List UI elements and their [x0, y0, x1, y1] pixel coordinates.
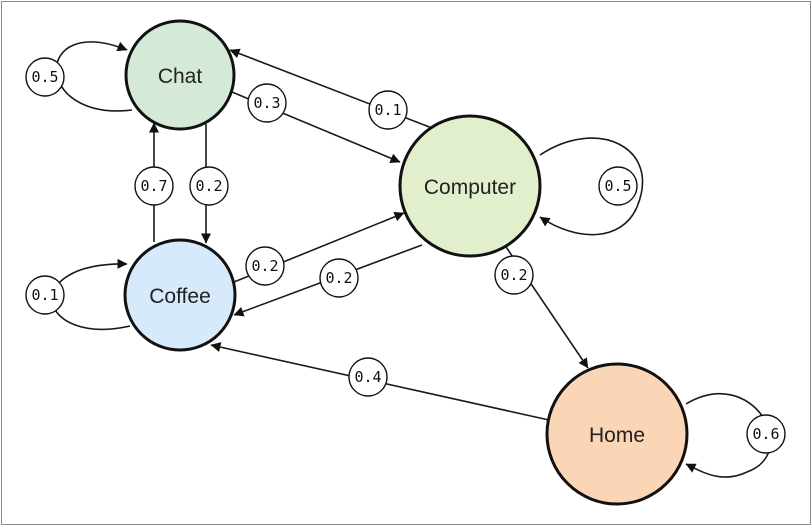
- node-computer-label: Computer: [424, 176, 516, 199]
- weight-chat-to-coffee: 0.2: [189, 166, 229, 206]
- weight-home-self: 0.6: [746, 414, 786, 454]
- weight-computer-to-home: 0.2: [494, 255, 534, 295]
- weight-home-to-coffee-text: 0.4: [354, 368, 381, 386]
- weight-computer-self: 0.5: [598, 166, 638, 206]
- weight-chat-to-computer-text: 0.3: [253, 94, 280, 112]
- weight-computer-self-text: 0.5: [604, 177, 631, 195]
- node-coffee-circle: [123, 238, 237, 352]
- node-coffee: Coffee: [123, 238, 237, 352]
- weight-chat-to-computer: 0.3: [247, 83, 287, 123]
- weight-chat-to-coffee-text: 0.2: [195, 177, 222, 195]
- node-coffee-label: Coffee: [149, 285, 211, 308]
- node-computer-circle: [398, 114, 542, 258]
- weight-home-self-text: 0.6: [752, 425, 779, 443]
- weight-computer-to-coffee-text: 0.2: [325, 269, 352, 287]
- weight-computer-to-chat-text: 0.1: [374, 101, 401, 119]
- weight-home-to-coffee: 0.4: [348, 357, 388, 397]
- node-home-circle: [545, 362, 689, 506]
- edge-chat-self: [55, 41, 133, 112]
- node-home-label: Home: [589, 424, 645, 447]
- weight-coffee-to-computer: 0.2: [245, 246, 285, 286]
- node-computer: Computer: [398, 114, 542, 258]
- weight-coffee-self: 0.1: [25, 275, 65, 315]
- weight-computer-to-home-text: 0.2: [500, 266, 527, 284]
- weight-computer-to-chat: 0.1: [368, 90, 408, 130]
- weights-group: 0.5 0.3 0.1 0.2 0.7 0.5: [25, 57, 786, 454]
- node-chat: Chat: [124, 19, 236, 131]
- nodes-group: Chat Computer Coffee Home: [123, 19, 689, 506]
- edge-home-self: [685, 392, 772, 478]
- weight-chat-self: 0.5: [25, 57, 65, 97]
- node-chat-label: Chat: [158, 65, 203, 88]
- edge-computer-self: [539, 137, 644, 236]
- weight-computer-to-coffee: 0.2: [319, 258, 359, 298]
- node-chat-circle: [124, 19, 236, 131]
- node-home: Home: [545, 362, 689, 506]
- weight-chat-self-text: 0.5: [31, 68, 58, 86]
- weight-coffee-to-chat-text: 0.7: [140, 177, 167, 195]
- weight-coffee-to-chat: 0.7: [134, 166, 174, 206]
- weight-coffee-self-text: 0.1: [31, 286, 58, 304]
- weight-coffee-to-computer-text: 0.2: [251, 257, 278, 275]
